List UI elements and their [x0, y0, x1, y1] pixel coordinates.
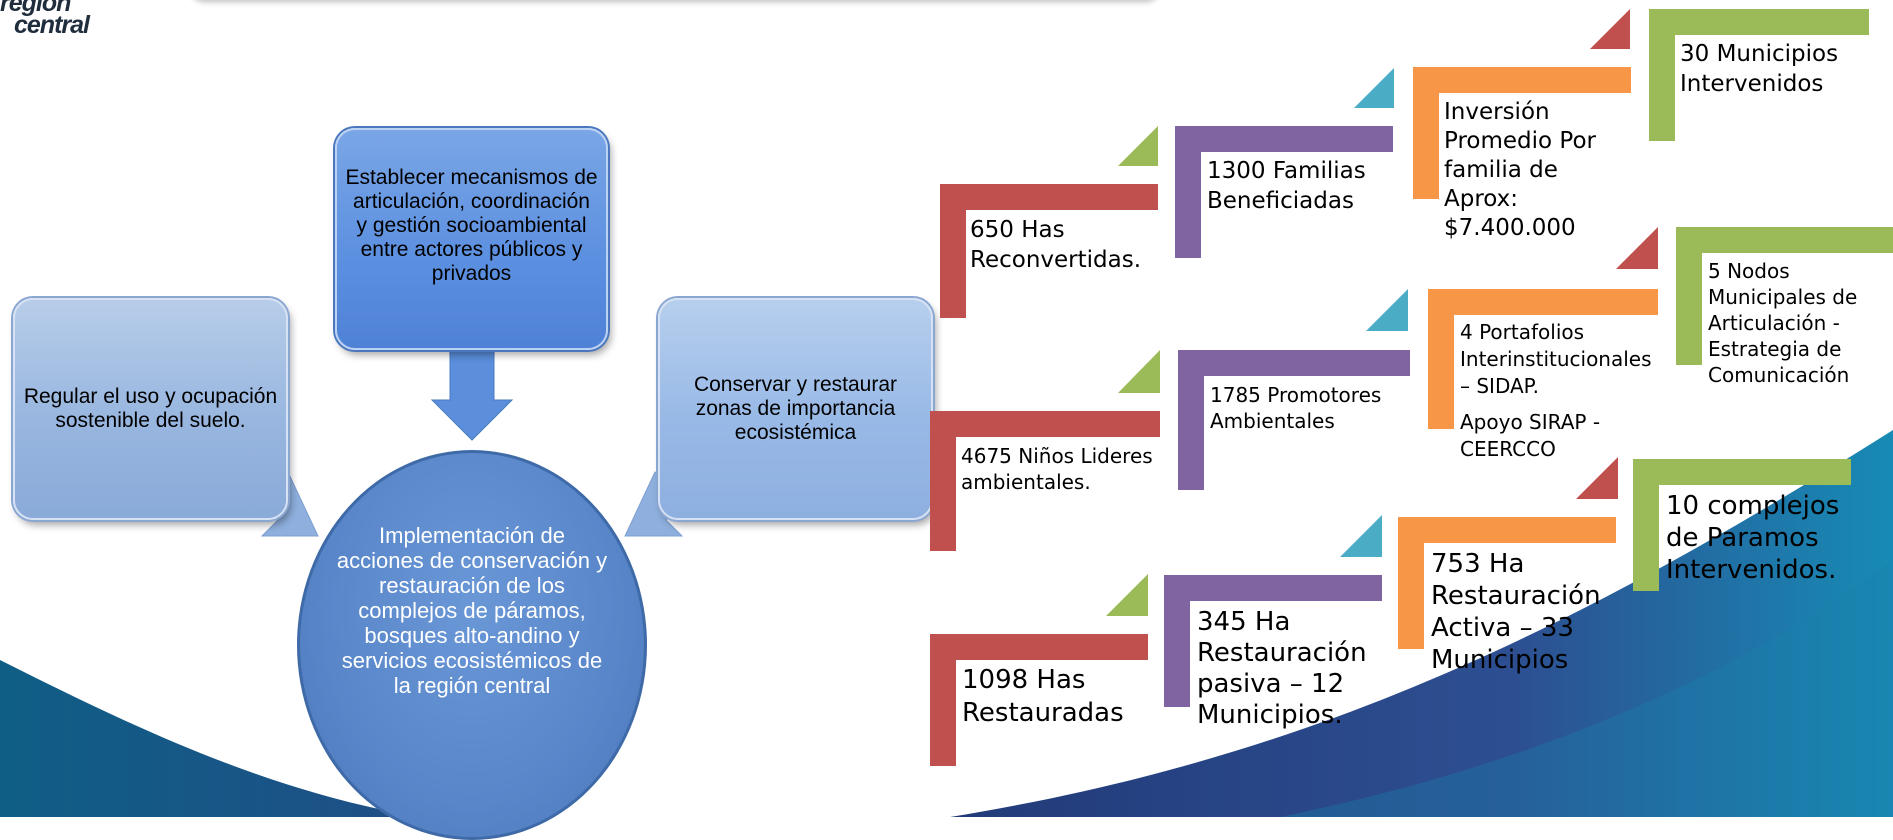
row1-label-3: Inversión Promedio Por familia de Aprox:…	[1444, 99, 1596, 241]
row2-step4	[1676, 227, 1893, 365]
row2-step2	[1178, 289, 1410, 490]
conserve-restore-text: Conservar y restaurar zonas de importanc…	[693, 373, 898, 444]
logo-line-2: central	[14, 11, 90, 39]
row3-step2	[1164, 515, 1382, 707]
row2-label-3: 4 Portafolios Interinstitucionales – SID…	[1460, 320, 1652, 398]
row2-step1	[930, 350, 1160, 551]
row1-label-1: 650 Has Reconvertidas.	[970, 217, 1142, 273]
row2-label-2: 1785 Promotores Ambientales	[1210, 383, 1382, 433]
regulate-land-use-text: Regular el uso y ocupación sostenible de…	[23, 385, 278, 432]
row3-label-4: 10 complejos de Paramos Intervenidos.	[1666, 491, 1840, 585]
regulate-land-use-box: Regular el uso y ocupación sostenible de…	[13, 298, 288, 520]
row2-label-4: Apoyo SIRAP - CEERCCO	[1460, 410, 1601, 461]
row1-label-4: 30 Municipios Intervenidos	[1680, 41, 1839, 97]
row3-step3	[1398, 457, 1618, 649]
row3-label-3: 753 Ha Restauración Activa – 33 Municipi…	[1431, 549, 1601, 675]
region-central-logo: región central	[0, 0, 90, 39]
row1-step1	[940, 126, 1158, 318]
conserve-restore-box: Conservar y restaurar zonas de importanc…	[658, 298, 933, 520]
articulation-mechanisms-text: Establecer mecanismos de articulación, c…	[345, 166, 598, 285]
row2-label-1: 4675 Niños Lideres ambientales.	[961, 444, 1153, 494]
ascending-steps	[930, 9, 1893, 766]
row1-step3	[1413, 9, 1631, 199]
row3-step1	[930, 574, 1148, 766]
row3-label-1: 1098 Has Restauradas	[962, 665, 1124, 728]
row1-step4	[1649, 9, 1869, 141]
down-arrow	[430, 349, 514, 441]
articulation-mechanisms-box: Establecer mecanismos de articulación, c…	[335, 128, 608, 350]
row2-label-5: 5 Nodos Municipales de Articulación - Es…	[1708, 259, 1858, 387]
row3-label-2: 345 Ha Restauración pasiva – 12 Municipi…	[1197, 607, 1367, 730]
row1-label-2: 1300 Familias Beneficiadas	[1207, 158, 1366, 214]
implementation-circle: Implementación de acciones de conservaci…	[297, 450, 647, 840]
row1-step2	[1175, 68, 1394, 258]
logo-line-1: región	[0, 0, 71, 17]
implementation-text: Implementación de acciones de conservaci…	[336, 523, 608, 698]
background-wave	[0, 430, 1893, 817]
row2-step3	[1428, 227, 1658, 429]
row3-step4	[1633, 459, 1851, 591]
